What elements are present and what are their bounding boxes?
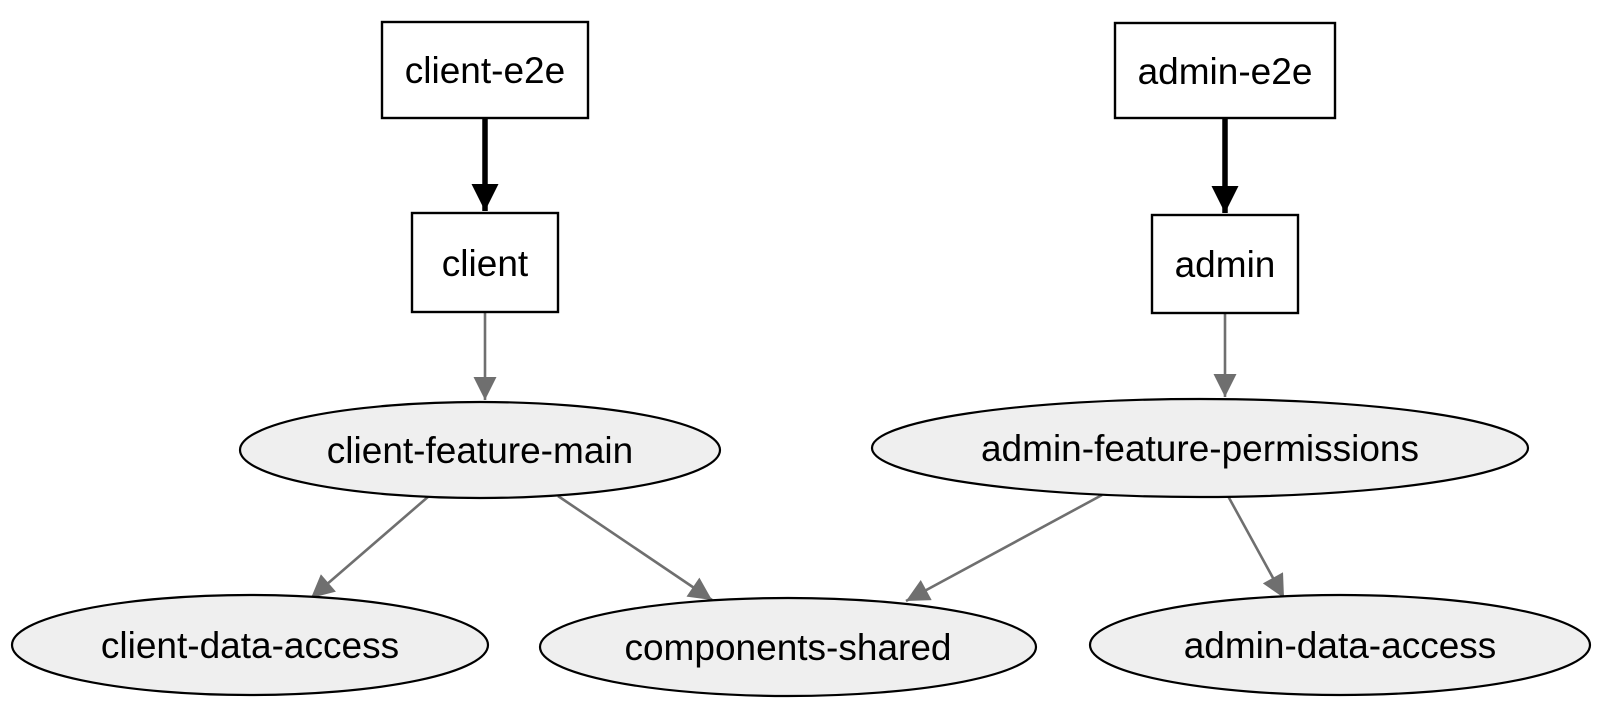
node-client-e2e: client-e2e	[380, 20, 590, 120]
edge-client-feature-main-to-client-data-access	[310, 495, 430, 599]
node-admin-data-access-label: admin-data-access	[1184, 625, 1497, 666]
node-client-shape	[410, 211, 560, 314]
node-admin-label: admin	[1175, 244, 1276, 285]
edge-admin-feature-permissions-to-admin-data-access	[1226, 495, 1286, 599]
node-components-shared: components-shared	[538, 596, 1038, 698]
node-client: client	[410, 211, 560, 314]
node-client-feature-main-shape	[238, 400, 722, 500]
node-admin-e2e-shape	[1113, 21, 1337, 120]
node-admin-feature-permissions-label: admin-feature-permissions	[981, 428, 1419, 469]
node-admin-feature-permissions: admin-feature-permissions	[870, 397, 1530, 499]
edge-admin-feature-permissions-to-components-shared	[905, 493, 1103, 603]
node-client-label: client	[442, 243, 529, 284]
node-client-feature-main-label: client-feature-main	[327, 430, 633, 471]
node-client-data-access-shape	[10, 593, 490, 697]
node-components-shared-shape	[538, 596, 1038, 698]
nodes-layer: client-e2e client admin-e2e admin client…	[10, 20, 1592, 698]
node-client-data-access-label: client-data-access	[101, 625, 399, 666]
node-client-e2e-shape	[380, 20, 590, 120]
node-admin-e2e: admin-e2e	[1113, 21, 1337, 120]
edges-layer	[310, 118, 1286, 603]
node-admin-data-access: admin-data-access	[1088, 593, 1592, 697]
node-client-feature-main: client-feature-main	[238, 400, 722, 500]
node-admin-shape	[1150, 213, 1300, 315]
node-admin-feature-permissions-shape	[870, 397, 1530, 499]
node-client-data-access: client-data-access	[10, 593, 490, 697]
node-admin: admin	[1150, 213, 1300, 315]
node-admin-data-access-shape	[1088, 593, 1592, 697]
node-components-shared-label: components-shared	[624, 627, 951, 668]
edge-client-feature-main-to-components-shared	[557, 494, 713, 602]
node-client-e2e-label: client-e2e	[405, 50, 565, 91]
node-admin-e2e-label: admin-e2e	[1138, 51, 1313, 92]
